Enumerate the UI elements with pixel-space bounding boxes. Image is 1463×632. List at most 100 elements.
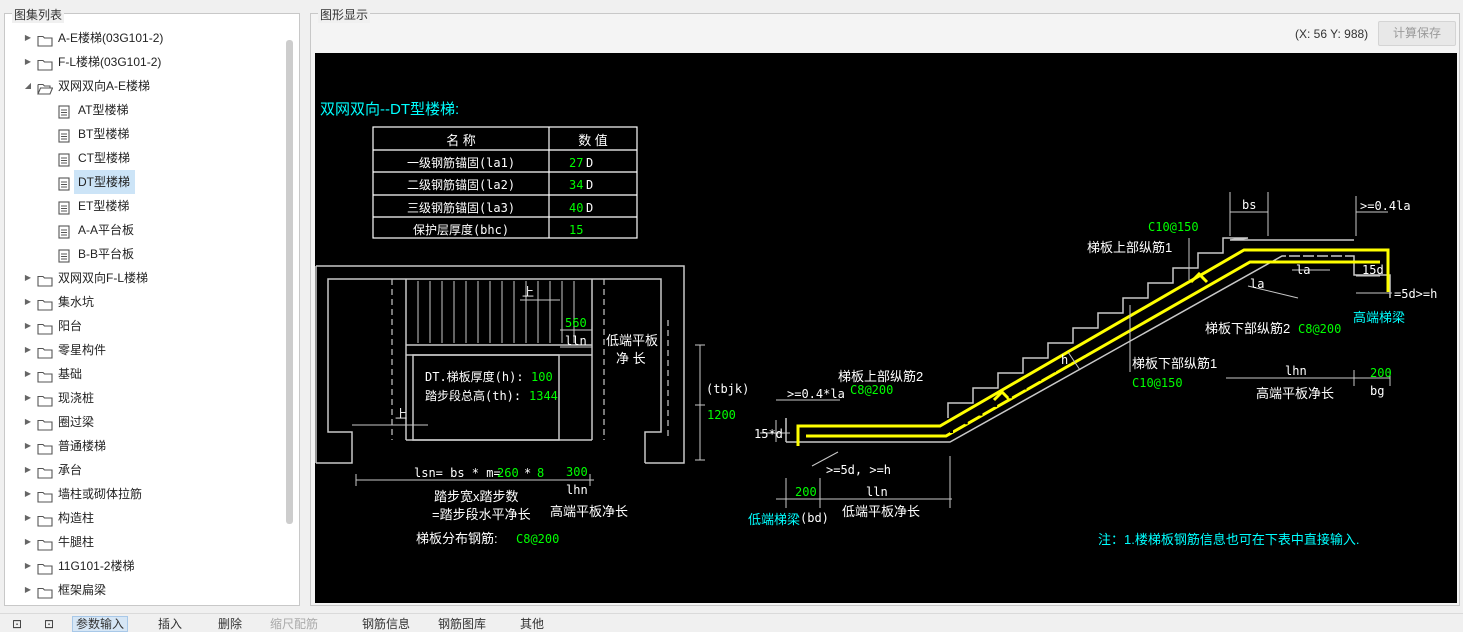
plan-step-note-1: 踏步宽x踏步数 <box>434 489 519 504</box>
expand-right-icon[interactable]: ▶ <box>24 321 32 330</box>
document-icon <box>57 151 71 175</box>
plan-up-label-2: 上 <box>395 407 407 421</box>
folder-open-icon <box>37 79 54 103</box>
expand-right-icon[interactable]: ▶ <box>24 57 32 66</box>
param-input-button[interactable]: 参数输入 <box>72 616 129 632</box>
expand-right-icon[interactable]: ▶ <box>24 537 32 546</box>
tree-folder-item[interactable]: ▶ 构造柱 <box>5 506 285 530</box>
tree-folder-item[interactable]: ▶牛腿柱 <box>5 530 285 554</box>
expand-right-icon[interactable]: ▶ <box>24 585 32 594</box>
tree-folder-item[interactable]: ▶ 普通楼梯 <box>5 434 285 458</box>
tree-file-item[interactable]: B-B平台板 <box>5 242 285 266</box>
table-row-value[interactable]: 27 <box>569 156 583 170</box>
tree-scrollbar[interactable] <box>286 40 293 524</box>
table-row-value[interactable]: 40 <box>569 201 583 215</box>
prev-page-icon[interactable]: ⊡ <box>44 617 55 631</box>
plan-dim-1200: 1200 <box>707 408 736 422</box>
document-icon <box>57 103 71 127</box>
rebar-cage <box>796 248 1390 446</box>
tree-item-label: B-B平台板 <box>78 247 135 261</box>
tree-folder-item[interactable]: ▶承台 <box>5 458 285 482</box>
plan-thickness-value: 100 <box>531 370 553 384</box>
tree-folder-item[interactable]: ▶ 墙柱或砌体拉筋 <box>5 482 285 506</box>
tree-folder-item[interactable]: ▶阳台 <box>5 314 285 338</box>
tree-folder-item[interactable]: ◢双网双向A-E楼梯 <box>5 74 285 98</box>
expand-right-icon[interactable]: ▶ <box>24 561 32 570</box>
tree-item-label: 普通楼梯 <box>58 439 107 453</box>
tree-item-label: 框架扁梁 <box>58 583 107 597</box>
expand-down-icon[interactable]: ◢ <box>24 81 32 90</box>
plan-treads <box>417 281 575 343</box>
tree-item-label: 双网双向F-L楼梯 <box>58 271 149 285</box>
calc-save-button[interactable]: 计算保存 <box>1378 21 1456 46</box>
plan-dim-560: 560 <box>565 316 587 330</box>
folder-icon <box>37 487 53 511</box>
table-row-value[interactable]: 34 <box>569 178 583 192</box>
tree-folder-item[interactable]: ▶圈过梁 <box>5 410 285 434</box>
sec-lhn: lhn <box>1285 364 1307 378</box>
plan-up-label-1: 上 <box>522 285 534 299</box>
table-row-value[interactable]: 15 <box>569 223 583 237</box>
expand-right-icon[interactable]: ▶ <box>24 393 32 402</box>
expand-right-icon[interactable]: ▶ <box>24 273 32 282</box>
folder-icon <box>37 583 53 607</box>
tree-folder-item[interactable]: ▶基础 <box>5 362 285 386</box>
expand-right-icon[interactable]: ▶ <box>24 489 32 498</box>
sec-h: h <box>1061 353 1068 367</box>
tree-folder-item[interactable]: ▶11G101-2楼梯 <box>5 554 285 578</box>
tree-folder-item[interactable]: ▶ 双网双向F-L楼梯 <box>5 266 285 290</box>
rebar-info-button[interactable]: 钢筋信息 <box>362 617 411 631</box>
tree-item-label: ET型楼梯 <box>78 199 130 213</box>
plan-dist-label: 梯板分布钢筋: <box>416 531 498 546</box>
tree-folder-item[interactable]: ▶ 框架扁梁 <box>5 578 285 602</box>
sec-c10-150-bot: C10@150 <box>1132 376 1183 390</box>
sec-bg: bg <box>1370 384 1384 398</box>
tree-folder-item[interactable]: ▶零星构件 <box>5 338 285 362</box>
sec-low-beam: 低端梯梁 <box>748 512 800 527</box>
expand-right-icon[interactable]: ▶ <box>24 441 32 450</box>
other-menu-button[interactable]: 其他 <box>520 617 545 631</box>
plan-total-height-value: 1344 <box>529 389 558 403</box>
tree-file-item[interactable]: BT型楼梯 <box>5 122 285 146</box>
table-row-unit: D <box>586 178 593 192</box>
first-page-icon[interactable]: ⊡ <box>12 617 23 631</box>
tree-file-item[interactable]: CT型楼梯 <box>5 146 285 170</box>
table-header-name: 名 称 <box>446 133 476 148</box>
tree-file-item[interactable]: DT型楼梯 <box>5 170 285 194</box>
param-table <box>372 126 638 239</box>
tree-folder-item[interactable]: ▶现浇桩 <box>5 386 285 410</box>
plan-thickness-label: DT.梯板厚度(h): <box>425 369 524 384</box>
atlas-tree: ▶A-E楼梯(03G101-2)▶F-L楼梯(03G101-2)◢双网双向A-E… <box>5 26 285 602</box>
expand-right-icon[interactable]: ▶ <box>24 297 32 306</box>
tree-folder-item[interactable]: ▶集水坑 <box>5 290 285 314</box>
expand-right-icon[interactable]: ▶ <box>24 345 32 354</box>
sec-dim-200-right: 200 <box>1370 366 1392 380</box>
insert-button[interactable]: 插入 <box>158 617 183 631</box>
expand-right-icon[interactable]: ▶ <box>24 417 32 426</box>
tree-file-item[interactable]: AT型楼梯 <box>5 98 285 122</box>
tree-item-label: 构造柱 <box>58 511 95 525</box>
tree-item-label: CT型楼梯 <box>78 151 130 165</box>
tree-file-item[interactable]: ET型楼梯 <box>5 194 285 218</box>
scale-rebar-button[interactable]: 缩尺配筋 <box>270 617 319 631</box>
expand-right-icon[interactable]: ▶ <box>24 33 32 42</box>
expand-right-icon[interactable]: ▶ <box>24 513 32 522</box>
plan-lsn-bs: 260 <box>497 466 519 480</box>
tree-folder-item[interactable]: ▶F-L楼梯(03G101-2) <box>5 50 285 74</box>
document-icon <box>57 175 71 199</box>
tree-folder-item[interactable]: ▶A-E楼梯(03G101-2) <box>5 26 285 50</box>
rebar-library-button[interactable]: 钢筋图库 <box>438 617 487 631</box>
folder-icon <box>37 343 53 367</box>
expand-right-icon[interactable]: ▶ <box>24 369 32 378</box>
expand-right-icon[interactable]: ▶ <box>24 465 32 474</box>
plan-lsn-m: 8 <box>537 466 544 480</box>
delete-button[interactable]: 删除 <box>218 617 243 631</box>
folder-icon <box>37 415 53 439</box>
tree-file-item[interactable]: A-A平台板 <box>5 218 285 242</box>
graphic-display-title: 图形显示 <box>318 6 371 23</box>
tree-item-label: 墙柱或砌体拉筋 <box>58 487 143 501</box>
sec-ge04la-right: >=0.4la <box>1360 199 1411 213</box>
